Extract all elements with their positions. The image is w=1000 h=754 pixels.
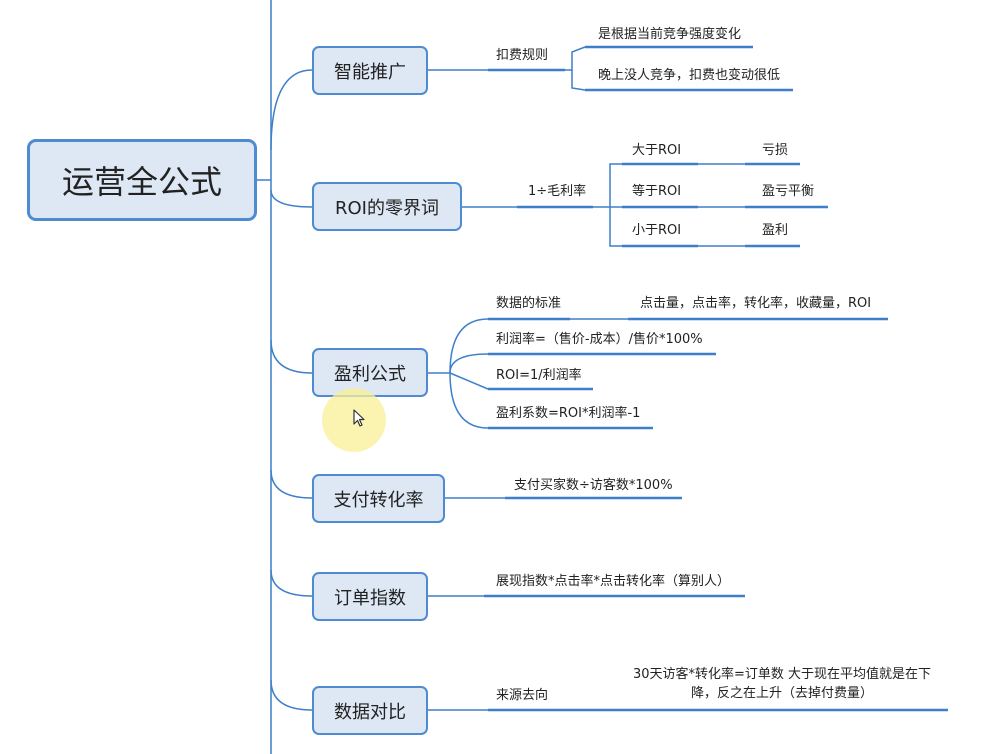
topic-source-destination[interactable]: 来源去向 (496, 688, 549, 703)
topic-profit-coefficient[interactable]: 盈利系数=ROI*利润率-1 (496, 406, 641, 421)
topic-data-standard[interactable]: 数据的标准 (496, 296, 562, 311)
topic-order-index-formula[interactable]: 展现指数*点击率*点击转化率（算别人） (496, 574, 731, 589)
branch-payment-conversion[interactable]: 支付转化率 (312, 474, 445, 523)
topic-roi-formula[interactable]: 1÷毛利率 (528, 184, 587, 199)
root-node-title[interactable]: 运营全公式 (27, 139, 257, 221)
branch-profit-formula[interactable]: 盈利公式 (312, 348, 428, 397)
branch-order-index[interactable]: 订单指数 (312, 572, 428, 621)
topic-roi-greater[interactable]: 大于ROI (632, 143, 682, 158)
topic-roi-profit[interactable]: 盈利 (762, 223, 789, 238)
topic-data-standard-detail[interactable]: 点击量，点击率，转化率，收藏量，ROI (640, 296, 872, 311)
topic-roi-loss[interactable]: 亏损 (762, 143, 789, 158)
topic-comparison-detail-line-1[interactable]: 30天访客*转化率=订单数 大于现在平均值就是在下 (632, 667, 932, 682)
branch-smart-promotion[interactable]: 智能推广 (312, 46, 428, 95)
topic-profit-margin[interactable]: 利润率=（售价-成本）/售价*100% (496, 332, 703, 347)
topic-roi-less[interactable]: 小于ROI (632, 223, 682, 238)
branch-data-comparison[interactable]: 数据对比 (312, 686, 428, 735)
branch-roi-breakeven[interactable]: ROI的零界词 (312, 182, 462, 231)
topic-roi-equal[interactable]: 等于ROI (632, 184, 682, 199)
topic-roi-inverse[interactable]: ROI=1/利润率 (496, 368, 582, 383)
topic-billing-rule-1[interactable]: 是根据当前竞争强度变化 (598, 27, 742, 42)
topic-roi-breakeven[interactable]: 盈亏平衡 (762, 184, 815, 199)
topic-billing-rule-2[interactable]: 晚上没人竞争，扣费也变动很低 (598, 68, 781, 83)
mouse-pointer-icon (353, 409, 365, 427)
topic-billing-rules[interactable]: 扣费规则 (496, 48, 549, 63)
topic-payment-formula[interactable]: 支付买家数÷访客数*100% (514, 478, 673, 493)
topic-comparison-detail-line-2[interactable]: 降，反之在上升（去掉付费量） (690, 686, 873, 701)
